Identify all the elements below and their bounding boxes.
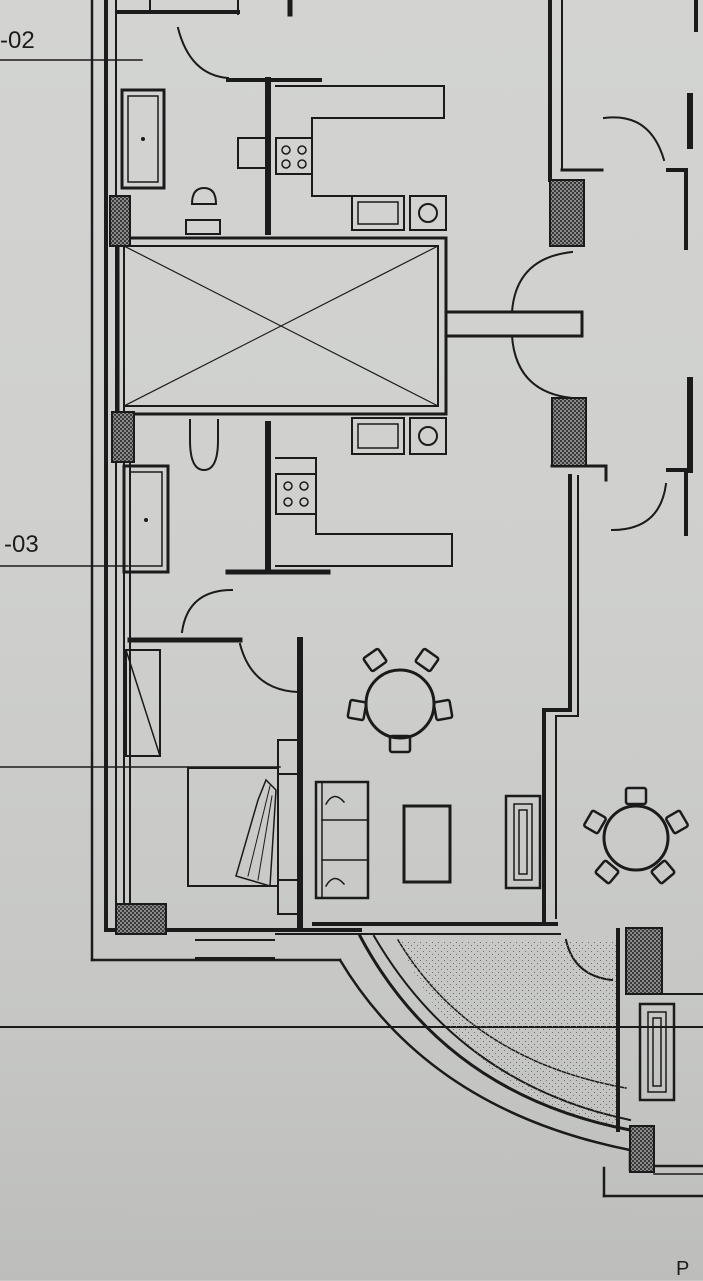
outer-wall	[90, 0, 362, 962]
corner-label: P	[676, 1258, 690, 1280]
dining-table-right	[583, 786, 689, 885]
structural-columns	[109, 179, 663, 1173]
door-swing-shaft-upper	[510, 250, 574, 314]
door-swing-top	[176, 26, 230, 80]
coffee-table	[402, 804, 452, 884]
unit-label-02: -02	[0, 27, 35, 54]
unit-label-03: -03	[4, 531, 39, 558]
door-swing-shaft-lower	[510, 334, 574, 400]
balcony-tiling	[398, 940, 618, 1126]
elevator-shaft	[116, 236, 448, 416]
door-swing-mid	[180, 588, 234, 634]
door-swing-corridor-lower	[610, 482, 668, 532]
door-swing-corridor-upper	[602, 116, 666, 162]
door-swing-bedroom	[238, 642, 300, 694]
dining-table-left	[346, 647, 454, 754]
